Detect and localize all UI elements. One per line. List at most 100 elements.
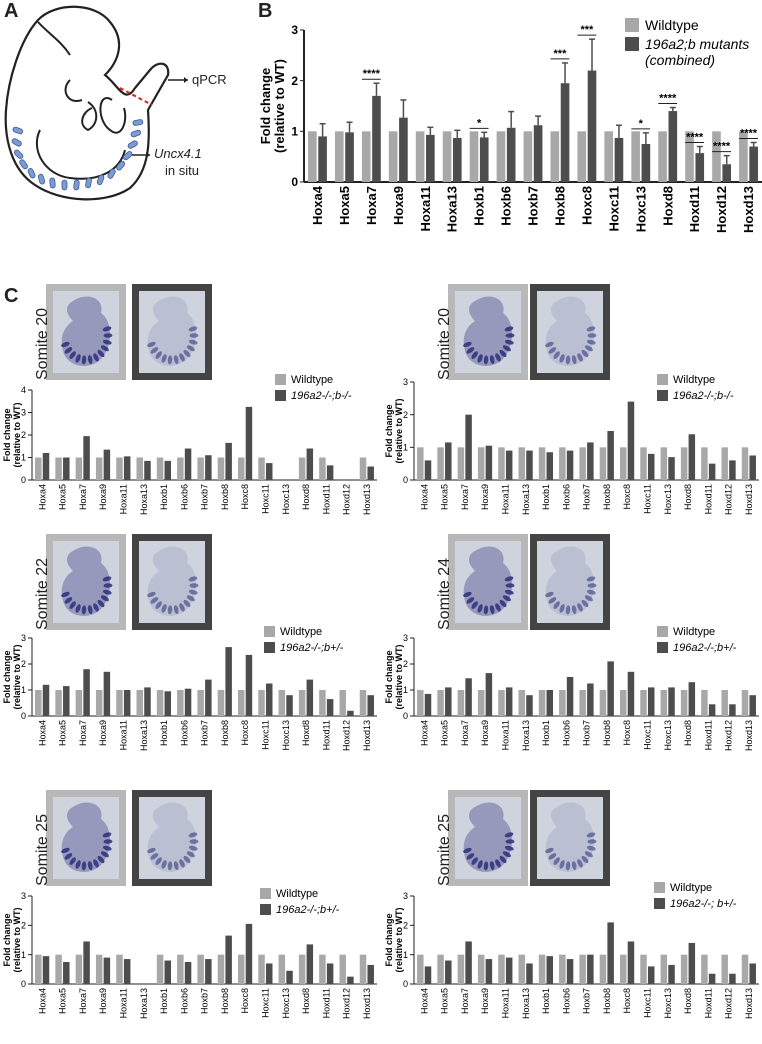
bar-mutant	[452, 137, 462, 182]
category-label: Hoxd13	[744, 988, 754, 1019]
legend-label: 196a2-/-;b-/-	[673, 390, 734, 402]
somite-stripe	[548, 853, 557, 860]
category-label: Hoxb6	[561, 988, 571, 1014]
bar-mutant	[647, 453, 655, 480]
category-label: Hoxc13	[281, 988, 291, 1019]
bar-mutant	[695, 153, 705, 182]
somite-stripe	[548, 347, 557, 354]
svg-text:Fold change: Fold change	[2, 650, 12, 703]
bar-mutant	[465, 941, 472, 984]
bar-mutant	[83, 669, 90, 716]
bar-wildtype	[680, 690, 688, 716]
bar-wildtype	[35, 457, 42, 480]
significance-label: *	[639, 118, 644, 130]
legend-swatch-mutant	[275, 390, 286, 401]
category-label: Hoxd8	[683, 484, 693, 510]
somite-stripe	[186, 595, 195, 602]
bar-mutant	[729, 704, 736, 716]
bar-mutant	[546, 690, 554, 716]
bar-wildtype	[361, 131, 371, 182]
bar-wildtype	[604, 131, 614, 182]
bar-wildtype	[55, 954, 62, 984]
somite-stripe	[161, 860, 167, 869]
significance-label: ****	[740, 127, 758, 139]
bar-mutant	[587, 683, 594, 716]
somite-stripe	[102, 339, 112, 345]
bar-wildtype	[457, 690, 465, 716]
bar-mutant	[424, 966, 432, 984]
bar-wildtype	[498, 954, 505, 984]
somite-stripe	[93, 859, 99, 868]
category-label: Hoxd12	[714, 186, 729, 233]
bar-wildtype	[388, 131, 398, 182]
bar-mutant	[144, 460, 151, 480]
somite-stripe	[483, 861, 489, 871]
bar-mutant	[306, 448, 314, 480]
category-label: Hoxc13	[663, 484, 673, 515]
category-label: Hoxa7	[364, 186, 379, 225]
somite-stripe	[553, 601, 560, 609]
bar-wildtype	[579, 954, 586, 984]
somite-stripe	[183, 349, 191, 358]
bar-wildtype	[415, 131, 425, 182]
bar-mutant	[627, 401, 635, 480]
bar-wildtype	[75, 690, 83, 716]
qpcr-label: qPCR	[192, 72, 227, 87]
panel-letter-c: C	[4, 285, 19, 307]
category-label: Hoxb6	[179, 720, 189, 746]
bar-wildtype	[95, 954, 103, 984]
bar-wildtype	[75, 457, 83, 480]
category-label: Hoxa11	[418, 186, 433, 232]
somite-stripe	[186, 345, 195, 352]
category-label: Hoxa4	[419, 988, 429, 1014]
bar-mutant	[164, 960, 172, 984]
significance-label: ****	[659, 93, 677, 105]
category-label: Hoxd8	[660, 186, 675, 226]
bar-wildtype	[477, 447, 485, 480]
somite-stripe	[571, 861, 577, 871]
somite-stripe	[489, 355, 495, 365]
svg-text:(relative to WT): (relative to WT)	[394, 398, 404, 463]
category-label: Hoxa4	[37, 484, 47, 510]
y-tick-label: 0	[21, 475, 26, 485]
category-label: Hoxd8	[301, 720, 311, 746]
somite-stripe	[102, 832, 112, 838]
category-label: Hoxc8	[240, 484, 250, 510]
bar-mutant	[566, 959, 574, 984]
bar-mutant	[63, 962, 70, 984]
bar-mutant	[103, 671, 111, 716]
somite-stripe	[183, 855, 191, 864]
category-label: Hoxd13	[744, 720, 754, 751]
embryo-photo-wildtype-s25b	[448, 790, 528, 886]
bar-mutant	[123, 456, 131, 480]
category-label: Hoxa11	[500, 988, 510, 1018]
category-label: Hoxa9	[480, 988, 490, 1014]
category-label: Hoxc8	[240, 720, 250, 746]
bar-wildtype	[660, 954, 668, 984]
somite-stripe	[477, 354, 483, 363]
y-axis-label: Fold change(relative to WT)	[384, 644, 404, 709]
y-tick-label: 4	[21, 385, 26, 395]
somite-stripe	[559, 860, 565, 869]
significance-label: ***	[580, 24, 594, 36]
category-label: Hoxb7	[200, 720, 210, 746]
somite-stripe	[188, 576, 198, 582]
bar-wildtype	[237, 954, 245, 984]
category-label: Hoxa9	[98, 720, 108, 746]
bar-mutant	[607, 661, 614, 716]
somite-stripe	[587, 333, 597, 338]
bar-mutant	[424, 460, 432, 480]
somite-stripe	[81, 861, 87, 871]
somite-stripe	[179, 353, 185, 362]
bar-mutant	[265, 683, 273, 716]
svg-text:Fold change: Fold change	[384, 913, 394, 966]
bar-wildtype	[523, 131, 533, 182]
bar-wildtype	[741, 447, 749, 480]
somite-stripe	[147, 341, 156, 348]
category-label: Hoxd11	[703, 988, 713, 1018]
bar-mutant	[144, 687, 151, 716]
svg-text:(relative to WT): (relative to WT)	[12, 402, 22, 467]
category-label: Hoxb1	[159, 720, 169, 746]
embryo-image	[61, 296, 113, 366]
